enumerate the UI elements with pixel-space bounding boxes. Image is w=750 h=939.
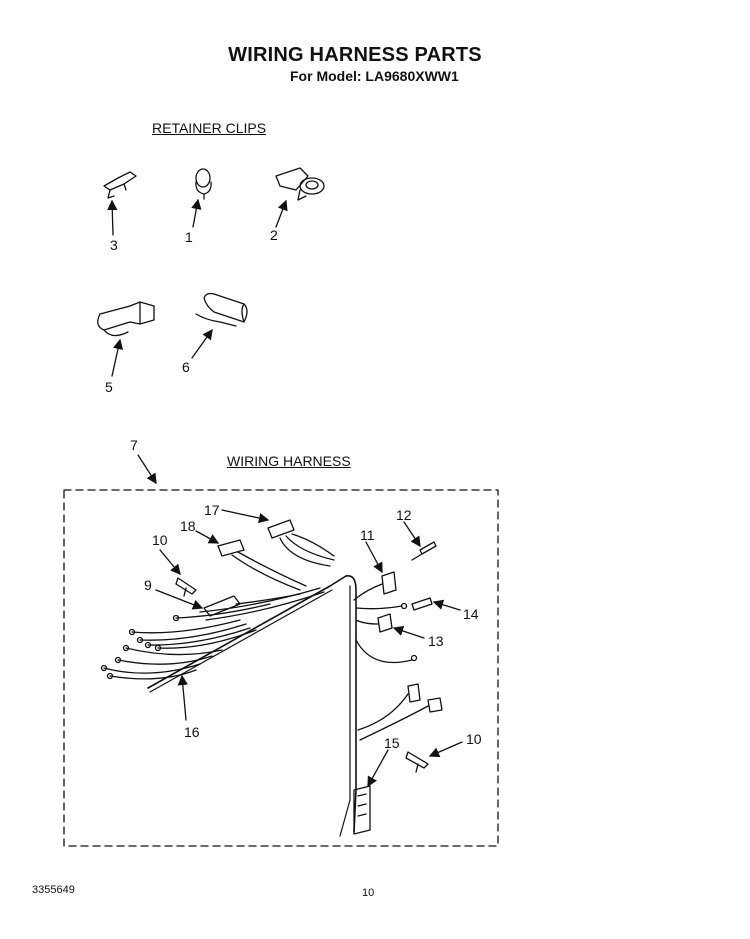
connector-11 [353, 571, 397, 601]
terminal-10-left [175, 577, 197, 597]
callout-10-left: 10 [152, 532, 168, 548]
arrow-3 [107, 199, 118, 236]
terminal-14 [355, 597, 433, 611]
page-title: WIRING HARNESS PARTS [228, 44, 482, 66]
callout-5: 5 [105, 379, 113, 395]
callout-10-right: 10 [466, 731, 482, 747]
callout-3: 3 [110, 237, 118, 253]
callout-6: 6 [182, 359, 190, 375]
connector-13 [355, 613, 393, 633]
arrow-15 [367, 749, 389, 788]
arrow-6 [191, 328, 213, 359]
arrow-5 [111, 338, 124, 377]
arrow-10-left [159, 549, 181, 575]
arrow-11 [365, 541, 383, 574]
arrow-16 [177, 674, 189, 721]
callout-11: 11 [360, 527, 375, 543]
terminal-12 [411, 541, 437, 561]
callout-1: 1 [185, 229, 193, 245]
ring-terminal-wires [100, 587, 325, 680]
arrow-10-right [428, 741, 463, 758]
callout-12: 12 [396, 507, 412, 523]
arrow-17 [221, 509, 270, 524]
harness-bundle-15 [353, 785, 371, 835]
terminal-10-right [405, 751, 429, 773]
model-subtitle: For Model: LA9680XWW1 [290, 68, 459, 84]
retainer-clip-2 [275, 167, 325, 201]
document-number: 3355649 [32, 884, 75, 896]
callout-7: 7 [130, 437, 138, 453]
arrow-9 [155, 589, 204, 610]
wiring-harness-heading: WIRING HARNESS [227, 453, 351, 469]
callout-2: 2 [270, 227, 278, 243]
harness-boundary [63, 489, 499, 847]
arrow-14 [432, 599, 461, 611]
page-number: 10 [362, 887, 375, 899]
right-connector-group [357, 683, 443, 741]
retainer-clip-1 [195, 168, 212, 200]
retainer-clip-6 [195, 292, 248, 327]
callout-17: 17 [204, 502, 220, 518]
connector-17 [267, 519, 335, 567]
callout-9: 9 [144, 577, 152, 593]
arrow-2 [275, 199, 288, 228]
retainer-clip-3 [103, 171, 137, 199]
arrow-12 [403, 521, 421, 548]
callout-16: 16 [184, 724, 200, 740]
retainer-clips-heading: RETAINER CLIPS [152, 120, 267, 136]
callout-13: 13 [428, 633, 444, 649]
callout-18: 18 [180, 518, 196, 534]
connector-18 [217, 539, 307, 591]
arrow-1 [191, 198, 202, 228]
arrow-7 [137, 454, 157, 485]
retainer-clip-5 [97, 301, 155, 337]
callout-14: 14 [463, 606, 479, 622]
arrow-18 [195, 530, 220, 544]
callout-15: 15 [384, 735, 400, 751]
arrow-13 [392, 625, 425, 639]
